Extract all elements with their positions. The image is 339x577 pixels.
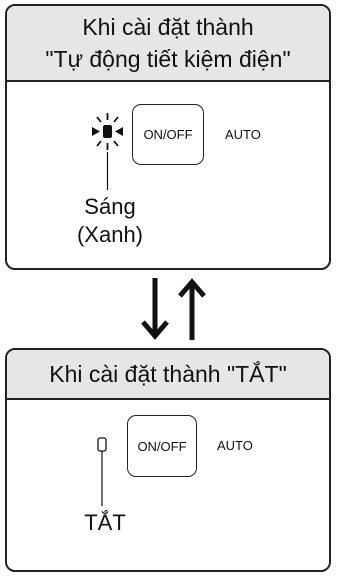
indicator-on-caption-line1: Sáng <box>84 194 136 219</box>
auto-power-saving-header: Khi cài đặt thành "Tự động tiết kiệm điệ… <box>7 6 329 82</box>
indicator-off-caption: TẮT <box>84 510 126 535</box>
arrow-down-icon <box>141 278 169 340</box>
auto-power-saving-panel: Khi cài đặt thành "Tự động tiết kiệm điệ… <box>5 4 331 270</box>
auto-power-saving-title-line2: "Tự động tiết kiệm điện" <box>45 46 291 72</box>
indicator-off-icon <box>97 437 107 452</box>
indicator-lit-icon <box>92 113 123 150</box>
on-off-button[interactable]: ON/OFF <box>132 104 204 165</box>
arrow-up-icon <box>178 278 206 340</box>
auto-label: AUTO <box>225 127 261 142</box>
indicator-on-caption-line2: (Xanh) <box>76 222 144 247</box>
indicator-on-caption: Sáng (Xanh) <box>60 193 160 249</box>
off-setting-header: Khi cài đặt thành "TẮT" <box>7 350 329 400</box>
on-off-button[interactable]: ON/OFF <box>127 415 197 477</box>
off-setting-panel: Khi cài đặt thành "TẮT" <box>5 348 331 572</box>
auto-label: AUTO <box>217 438 253 453</box>
auto-power-saving-title-line1: Khi cài đặt thành <box>82 14 254 40</box>
off-setting-title: Khi cài đặt thành "TẮT" <box>49 361 287 387</box>
